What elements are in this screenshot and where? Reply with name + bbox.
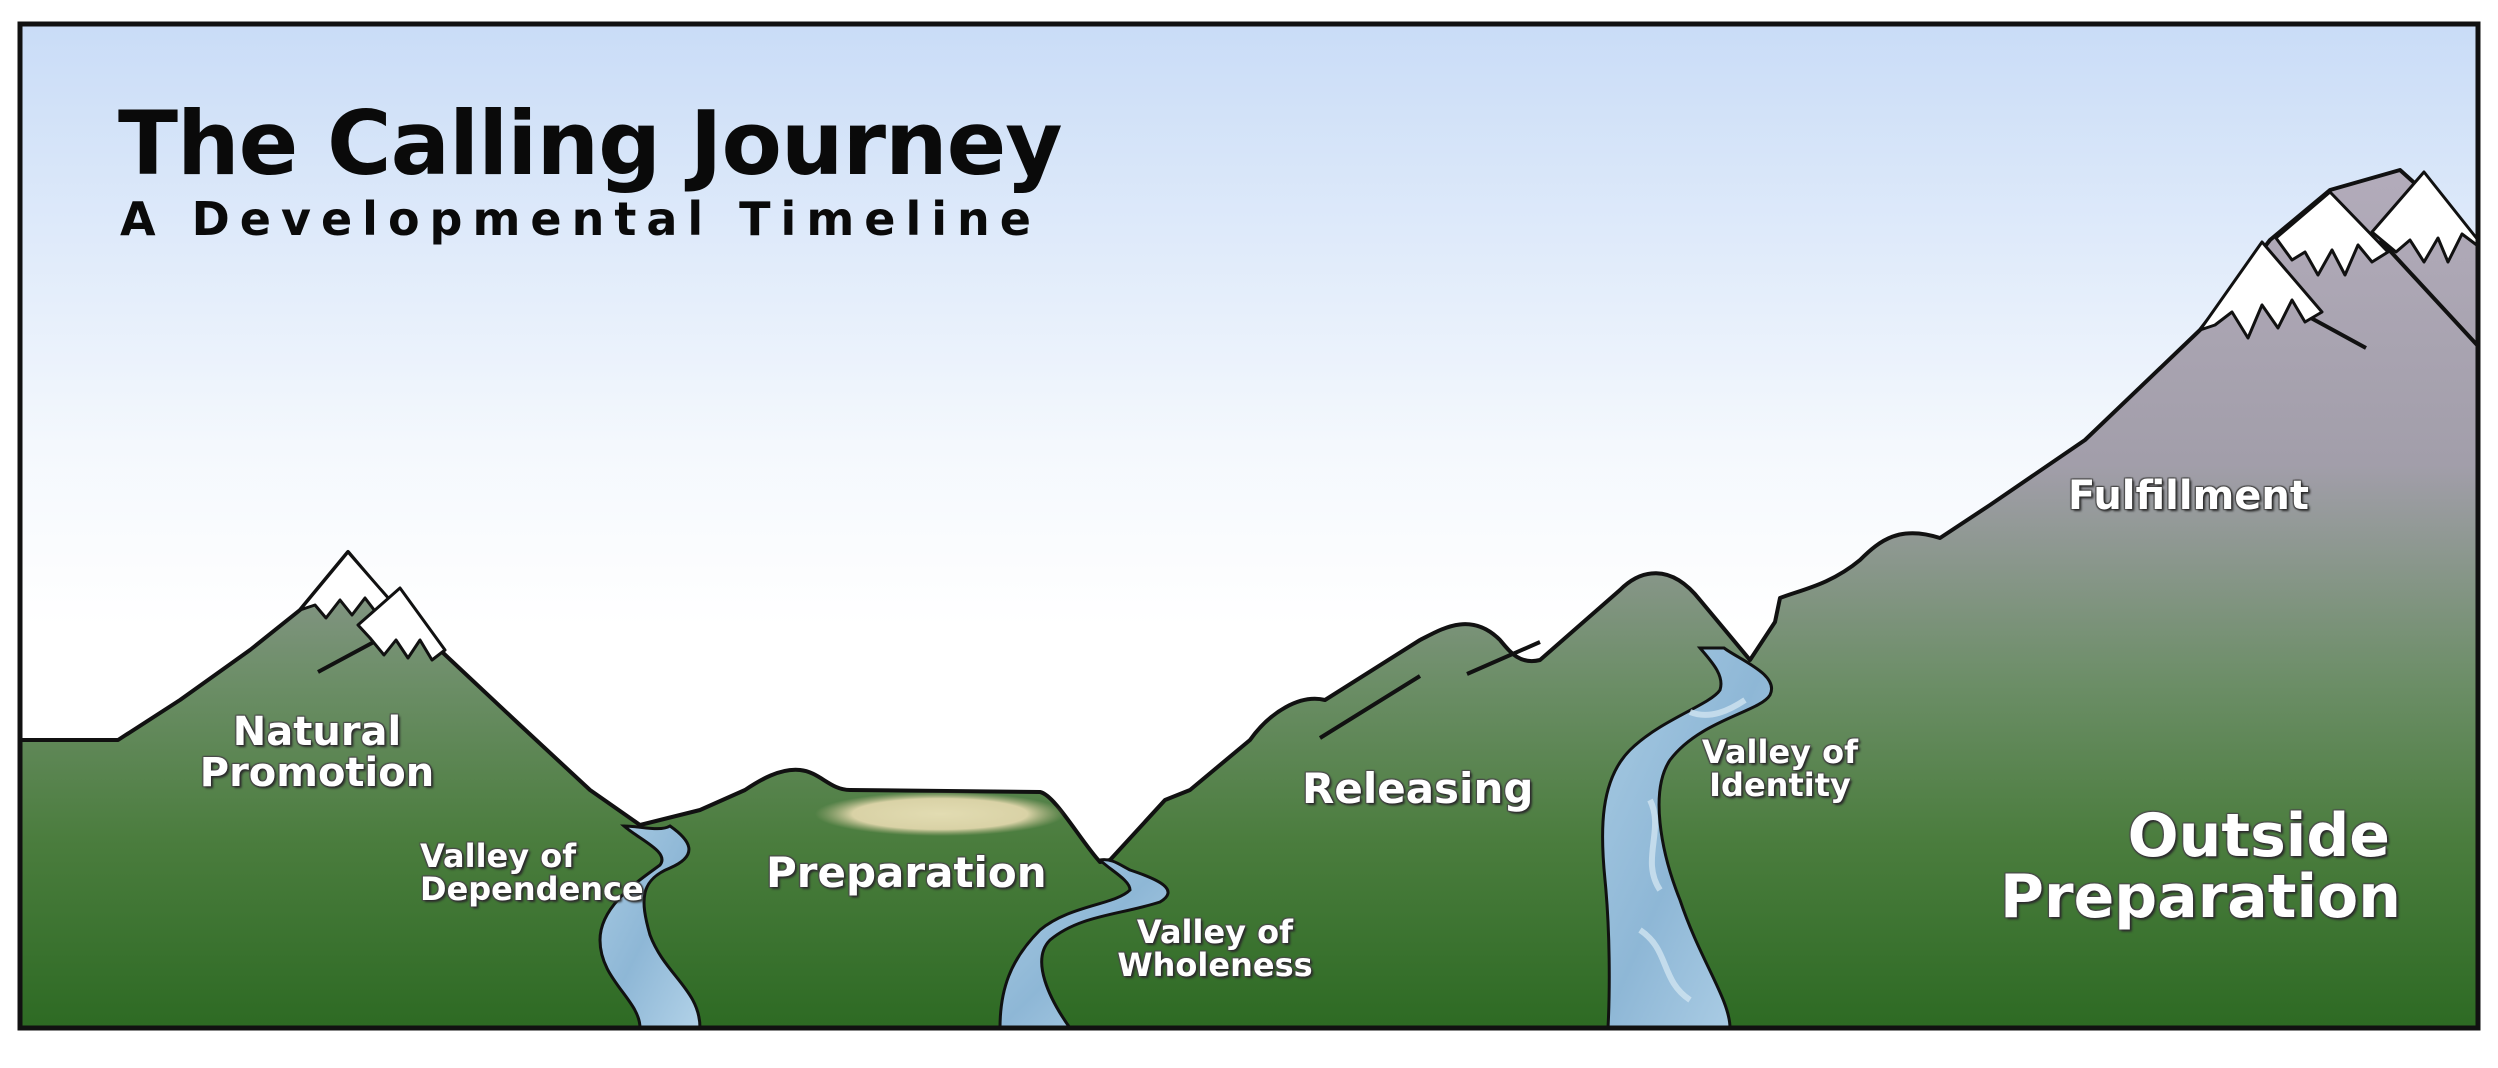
snow-cap-right-2 <box>2274 190 2390 277</box>
label-valley-of-identity-line2: Identity <box>1709 765 1851 804</box>
label-preparation: Preparation <box>766 848 1047 897</box>
snow-cap-right-1 <box>2198 240 2324 340</box>
label-outside-preparation-line1: Outside <box>2127 801 2390 871</box>
label-valley-of-dependence: Valley of Dependence <box>420 840 650 905</box>
preparation-plateau <box>815 792 1065 836</box>
label-valley-of-identity: Valley of Identity <box>1690 736 1870 801</box>
mountain-range <box>18 168 2480 1030</box>
snow-cap-right-3 <box>2370 170 2480 264</box>
label-valley-of-identity-line1: Valley of <box>1701 733 1859 771</box>
river-wholeness <box>998 858 1170 1030</box>
frame-border <box>17 21 2481 1031</box>
label-natural-promotion-line2: Promotion <box>199 749 435 796</box>
label-valley-of-wholeness-line2: Wholeness <box>1117 945 1313 984</box>
ridge-line-releasing <box>1318 640 1541 740</box>
river-identity-ripple <box>1638 697 1747 1003</box>
label-valley-of-wholeness-line1: Valley of <box>1136 913 1294 951</box>
label-outside-preparation-line2: Preparation <box>2000 862 2401 933</box>
label-valley-of-wholeness: Valley of Wholeness <box>1110 916 1320 981</box>
page-title: The Calling Journey <box>118 92 1063 195</box>
river-dependence <box>598 824 702 1030</box>
page-subtitle: A Developmental Timeline <box>120 192 1041 246</box>
label-valley-of-dependence-line1: Valley of <box>420 837 577 875</box>
label-natural-promotion-line1: Natural <box>232 709 402 755</box>
label-valley-of-dependence-line2: Dependence <box>420 869 644 908</box>
label-fulfillment: Fulfillment <box>2068 473 2309 519</box>
label-natural-promotion: Natural Promotion <box>172 712 462 794</box>
snow-cap-left-2 <box>356 586 447 662</box>
label-outside-preparation: Outside Preparation <box>2000 801 2401 933</box>
snow-cap-left-1 <box>298 550 392 620</box>
label-releasing: Releasing <box>1302 764 1534 813</box>
